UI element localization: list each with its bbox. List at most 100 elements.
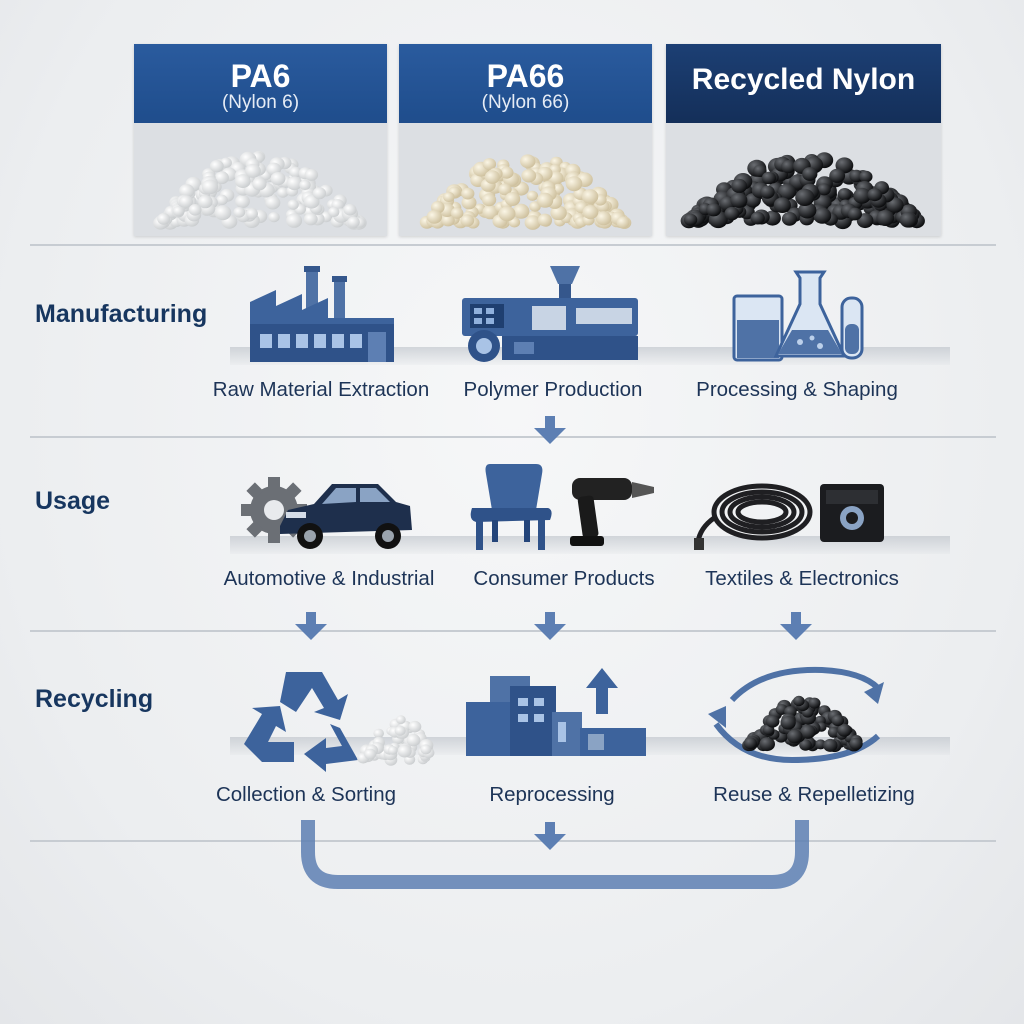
pellet <box>800 724 816 739</box>
step-caption: Consumer Products <box>473 567 655 590</box>
car-gear-icon <box>241 477 412 549</box>
pellet <box>498 206 516 222</box>
material-card-header: PA6 (Nylon 6) <box>134 44 387 123</box>
section-divider <box>30 436 996 438</box>
pellet <box>343 203 357 216</box>
pellet <box>837 188 852 201</box>
pellet <box>201 179 219 195</box>
pellet <box>188 204 202 216</box>
step-caption: Reprocessing <box>489 783 615 806</box>
pellet-cycle-icon <box>708 666 884 764</box>
pellet <box>209 159 224 173</box>
flow-arrow-down <box>534 612 566 640</box>
material-card-pa6: PA6 (Nylon 6) <box>134 44 387 236</box>
stage-label-manufacturing: Manufacturing <box>35 300 208 328</box>
pellet <box>286 176 303 191</box>
material-subtitle: (Nylon 66) <box>481 92 570 113</box>
pellet <box>245 163 261 178</box>
flow-arrow-down <box>295 612 327 640</box>
flow-arrow-down <box>780 612 812 640</box>
pellet <box>823 738 838 752</box>
pellet <box>595 211 612 226</box>
pellet <box>724 206 740 221</box>
pellet <box>537 213 552 227</box>
pellet <box>461 187 475 200</box>
pellet <box>616 216 630 229</box>
pellet <box>793 695 805 707</box>
pellet <box>753 164 767 177</box>
pellet <box>847 207 862 221</box>
pellet <box>450 207 464 219</box>
pellet <box>498 183 512 196</box>
pellet <box>270 172 286 186</box>
step-caption: Raw Material Extraction <box>212 378 430 401</box>
pellet <box>787 729 803 744</box>
step-caption: Automotive & Industrial <box>223 567 435 590</box>
pellet <box>214 171 229 185</box>
pellet <box>157 213 170 225</box>
pellet <box>499 166 514 179</box>
material-subtitle: (Nylon 6) <box>221 92 300 113</box>
recycling-plant-icon <box>466 668 646 756</box>
pellet <box>798 202 817 219</box>
pellet <box>246 208 258 219</box>
pellet <box>760 185 775 199</box>
pellet <box>216 194 228 206</box>
pellet <box>831 714 845 727</box>
pellet <box>550 205 567 221</box>
pellet <box>829 168 846 183</box>
pellet <box>780 716 796 730</box>
pellet <box>277 187 289 198</box>
pellet <box>172 206 185 217</box>
pellet <box>287 199 299 210</box>
pellet <box>683 213 698 226</box>
white-pellets-image <box>153 151 367 230</box>
pellet <box>526 190 539 201</box>
pellet <box>706 203 722 217</box>
pellet <box>482 193 497 207</box>
pellet <box>304 168 319 181</box>
pellet <box>512 203 530 219</box>
pellet <box>443 191 455 203</box>
pellet <box>730 192 748 208</box>
pellet <box>536 192 554 208</box>
material-title: PA66 <box>486 58 565 94</box>
pellet <box>781 212 798 226</box>
pellet <box>441 214 455 227</box>
pellet <box>773 197 791 213</box>
cable-electronics-icon <box>694 483 884 550</box>
pellet <box>482 204 499 220</box>
pellet <box>581 189 599 204</box>
recycling-loop-connector <box>301 820 809 889</box>
beige-pellets-image <box>419 154 632 230</box>
pellet <box>808 697 821 709</box>
pellet <box>406 733 421 747</box>
factory-icon <box>250 266 394 362</box>
pellet <box>813 207 832 224</box>
material-title: Recycled Nylon <box>691 63 916 96</box>
extruder-machine-icon <box>462 266 638 362</box>
material-card-header: PA66 (Nylon 66) <box>399 44 652 123</box>
pellet <box>460 214 475 227</box>
pellet <box>731 178 748 194</box>
pellet <box>504 192 521 206</box>
pellet <box>396 715 406 724</box>
section-divider <box>30 840 996 842</box>
pellet <box>408 720 422 733</box>
flow-arrow-down <box>534 416 566 444</box>
stage-label-usage: Usage <box>35 487 111 515</box>
pellet <box>582 205 599 220</box>
pellet <box>482 158 497 171</box>
pellet <box>252 177 267 191</box>
pellet <box>817 183 831 196</box>
flow-arrow-down <box>534 822 566 850</box>
material-card-pa66: PA66 (Nylon 66) <box>399 44 652 236</box>
pellet <box>387 746 398 755</box>
chair-tool-icon <box>470 464 654 550</box>
pellet <box>759 737 775 752</box>
pellet <box>876 210 895 226</box>
pellet <box>765 715 780 728</box>
section-divider <box>30 630 996 632</box>
pellet <box>198 195 213 209</box>
step-caption: Polymer Production <box>463 378 643 401</box>
